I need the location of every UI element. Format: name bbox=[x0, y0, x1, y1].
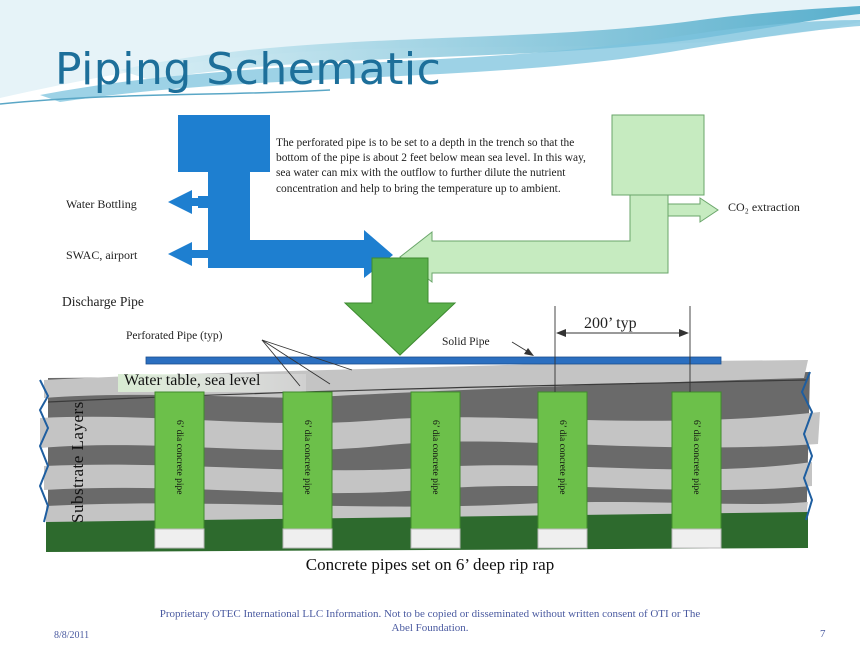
water-bottling-arrow bbox=[168, 190, 192, 214]
water-table-band bbox=[118, 374, 306, 392]
rip-rap-block bbox=[410, 528, 461, 549]
solid-pipe bbox=[145, 356, 722, 365]
swac-arrow bbox=[168, 242, 192, 266]
pipe-label: 6’ dia concrete pipe bbox=[557, 420, 567, 495]
warm-water-pipe bbox=[399, 114, 719, 284]
rip-rap-block bbox=[282, 528, 333, 549]
solid-pipe-leader bbox=[511, 341, 534, 356]
concrete-pipe bbox=[154, 391, 205, 530]
diagram-caption: Concrete pipes set on 6’ deep rip rap bbox=[305, 555, 555, 574]
co2-extraction-label: CO₂ extraction bbox=[728, 200, 800, 214]
slide-date: 8/8/2011 bbox=[54, 630, 90, 641]
perforated-pipe-label: Perforated Pipe (typ) bbox=[126, 330, 223, 342]
spacing-label: 200’ typ bbox=[584, 315, 637, 332]
rip-rap-block bbox=[537, 528, 588, 549]
concrete-pipes bbox=[154, 391, 722, 549]
discharge-pipe-label: Discharge Pipe bbox=[62, 294, 144, 309]
concrete-pipe bbox=[410, 391, 461, 530]
pipe-label: 6’ dia concrete pipe bbox=[302, 420, 312, 495]
header-waves bbox=[0, 0, 860, 105]
pipe-label: 6’ dia concrete pipe bbox=[691, 420, 701, 495]
green-flow-arrow bbox=[399, 194, 669, 284]
swac-label: SWAC, airport bbox=[66, 248, 138, 262]
cold-water-pipe bbox=[168, 115, 393, 278]
concrete-pipe bbox=[671, 391, 722, 530]
perforated-pipe-leaders bbox=[261, 339, 353, 387]
concrete-pipe bbox=[282, 391, 333, 530]
green-source-box bbox=[611, 114, 705, 196]
pipe-label: 6’ dia concrete pipe bbox=[174, 420, 184, 495]
spacing-dimension bbox=[554, 306, 691, 392]
slide-title: Piping Schematic bbox=[55, 44, 442, 95]
footer-notice: Proprietary OTEC International LLC Infor… bbox=[159, 608, 701, 634]
discharge-arrow bbox=[343, 257, 457, 356]
co2-arrow bbox=[667, 197, 719, 223]
substrate-layers-label: Substrate Layers bbox=[68, 401, 87, 523]
concrete-pipe bbox=[537, 391, 588, 530]
rip-rap-block bbox=[671, 528, 722, 549]
rip-rap-block bbox=[154, 528, 205, 549]
page-number: 7 bbox=[820, 628, 826, 640]
water-table-label: Water table, sea level bbox=[124, 372, 261, 389]
water-bottling-label: Water Bottling bbox=[66, 197, 137, 211]
blue-flow-arrow bbox=[208, 172, 393, 278]
solid-pipe-label: Solid Pipe bbox=[442, 336, 490, 348]
blue-source-box bbox=[178, 115, 270, 172]
pipe-label: 6’ dia concrete pipe bbox=[430, 420, 440, 495]
description-text: The perforated pipe is to be set to a de… bbox=[276, 137, 586, 195]
